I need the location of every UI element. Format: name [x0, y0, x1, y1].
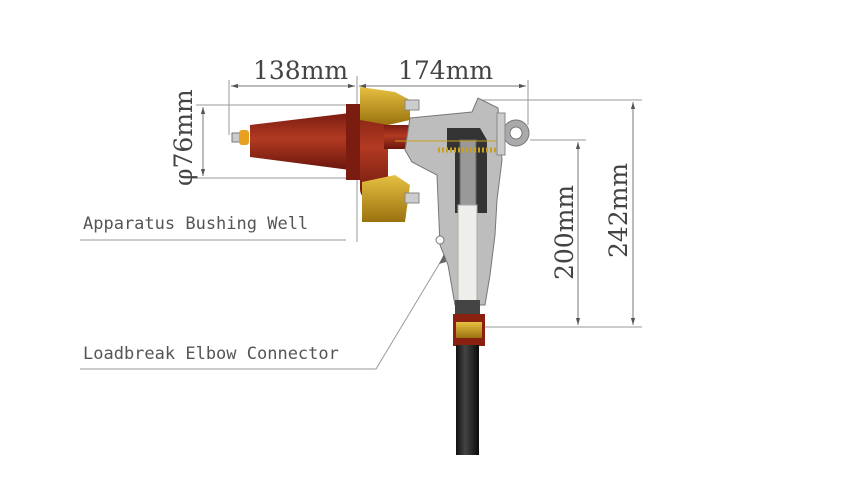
- dim-bushing-length: 138mm: [253, 56, 348, 85]
- dim-elbow-width: 174mm: [398, 56, 493, 85]
- loadbreak-elbow-connector: [395, 97, 530, 455]
- dim-bushing-diameter: φ76mm: [169, 89, 198, 186]
- dim-total-height: 242mm: [604, 163, 633, 258]
- label-loadbreak-elbow-connector: Loadbreak Elbow Connector: [83, 344, 339, 364]
- label-apparatus-bushing-well: Apparatus Bushing Well: [83, 214, 308, 234]
- dim-probe-height: 200mm: [550, 185, 579, 280]
- leader-line: [80, 255, 445, 370]
